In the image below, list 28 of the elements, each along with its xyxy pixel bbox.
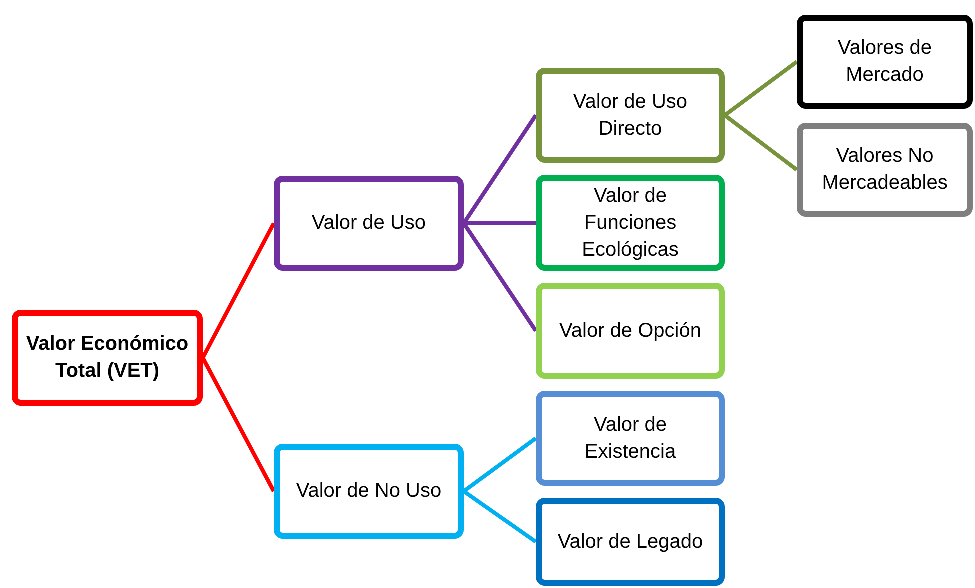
connector-line — [201, 357, 276, 492]
node-label: Valores de Mercado — [836, 36, 934, 88]
node-label: Valor de Funciones Ecológicas — [581, 184, 680, 262]
node-label: Valor de Legado — [556, 530, 704, 554]
connector-line — [724, 114, 798, 172]
connector-line — [724, 60, 798, 118]
node-box — [274, 444, 464, 539]
node-box — [12, 310, 203, 406]
node-box — [274, 176, 464, 271]
node-label: Valor de Existencia — [584, 412, 678, 464]
node-label: Valor de No Uso — [295, 479, 443, 504]
connector-line — [462, 490, 538, 544]
node-box — [797, 15, 973, 109]
connector-line — [201, 222, 276, 359]
node-label: Valor Económico Total (VET) — [25, 332, 190, 384]
connector-line — [462, 436, 538, 494]
node-box — [536, 68, 725, 163]
node-label: Valor de Uso Directo — [572, 90, 689, 142]
node-label: Valores No Mercadeables — [821, 144, 949, 196]
connector-line — [462, 222, 538, 332]
node-box — [536, 498, 725, 586]
node-box — [797, 123, 973, 217]
node-box — [536, 391, 725, 486]
node-box — [536, 283, 725, 379]
connector-line — [464, 221, 536, 226]
node-label: Valor de Uso — [310, 211, 428, 236]
node-box — [536, 175, 725, 271]
node-label: Valor de Opción — [558, 318, 702, 344]
